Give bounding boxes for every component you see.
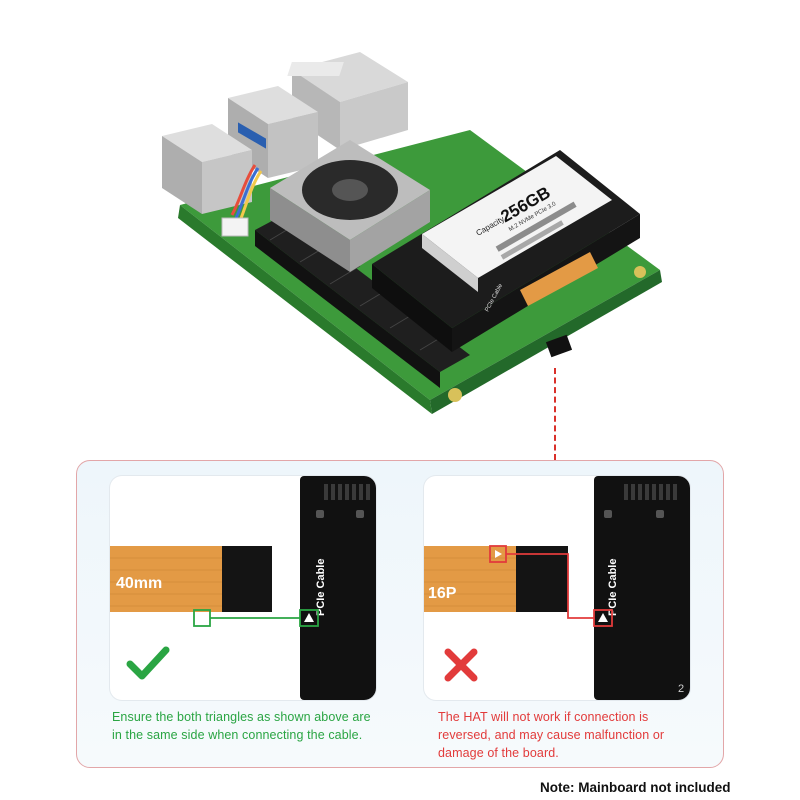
panel-wrong: 16P PCIe Cable 2 (424, 476, 690, 700)
gpio-header (255, 214, 470, 388)
mismatch-line (506, 553, 594, 619)
cable-stiffener (222, 546, 272, 612)
panel-correct: 40mm PCIe Cable (110, 476, 376, 700)
board-triangle-highlight (593, 609, 613, 627)
active-cooler (270, 140, 430, 272)
board-silkscreen-mark: 2 (678, 683, 684, 695)
cable-stiffener (516, 546, 568, 612)
board-triangle-highlight (299, 609, 319, 627)
caption-correct: Ensure the both triangles as shown above… (112, 710, 371, 742)
caption-wrong: The HAT will not work if connection is r… (438, 710, 665, 760)
ethernet-port (287, 52, 408, 150)
board-label: PCIe Cable (607, 559, 619, 616)
hat-board-edge (300, 476, 376, 700)
triangle-marker-icon (598, 613, 608, 622)
dashed-leader-line (554, 368, 556, 460)
check-icon (126, 646, 170, 680)
cross-icon (444, 648, 478, 682)
product-photo: Capacity 256GB M.2 NVMe PCIe 3.0 PCIe Ca… (162, 52, 662, 414)
mainboard-note: Note: Mainboard not included (540, 780, 731, 795)
triangle-marker-icon (495, 550, 502, 558)
hat-board-edge (594, 476, 690, 700)
triangle-marker-icon (304, 613, 314, 622)
nvme-ssd: Capacity 256GB M.2 NVMe PCIe 3.0 (422, 156, 612, 292)
board-label: PCIe Cable (315, 559, 327, 616)
triangle-marker-icon (199, 614, 206, 622)
cable-pin-text: 16P (428, 585, 457, 602)
cable-length-text: 40mm (116, 575, 162, 592)
